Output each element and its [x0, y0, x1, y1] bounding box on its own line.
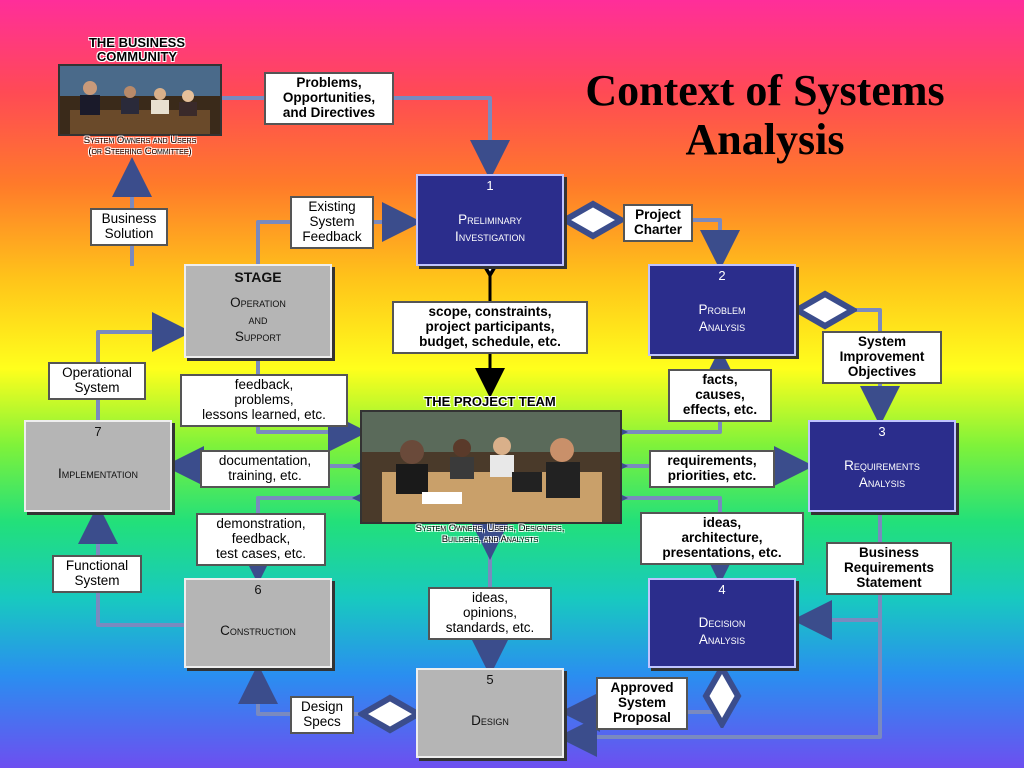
label-project-charter: Project Charter [623, 204, 693, 242]
label-scope: scope, constraints, project participants… [392, 301, 588, 354]
stage-operation-support[interactable]: STAGE Operation and Support [184, 264, 332, 358]
label-ideas-architecture: ideas, architecture, presentations, etc. [640, 512, 804, 565]
slide-title: Context of Systems Analysis [585, 66, 945, 165]
stage-number: 6 [254, 582, 262, 597]
label-functional-system: Functional System [52, 555, 142, 593]
label-problems: Problems, Opportunities, and Directives [264, 72, 394, 125]
stage-number: 3 [878, 424, 886, 439]
stage-name: Problem Analysis [698, 301, 746, 334]
stage-name: Design [471, 713, 509, 729]
project-team-title: THE PROJECT TEAM [424, 394, 556, 409]
label-business-solution: Business Solution [90, 208, 168, 246]
stage-name: Preliminary Investigation [454, 211, 526, 244]
label-documentation: documentation, training, etc. [200, 450, 330, 488]
stage-number: 7 [94, 424, 102, 439]
label-approved-proposal: Approved System Proposal [596, 677, 688, 730]
business-community-photo [58, 64, 222, 136]
label-feedback: feedback, problems, lessons learned, etc… [180, 374, 348, 427]
stage-number: 4 [718, 582, 726, 597]
stage-name: Operation and Support [230, 295, 286, 344]
stage-3-requirements-analysis[interactable]: 3 Requirements Analysis [808, 420, 956, 512]
project-team-photo [360, 410, 622, 524]
stage-7-implementation[interactable]: 7 Implementation [24, 420, 172, 512]
stage-4-decision-analysis[interactable]: 4 Decision Analysis [648, 578, 796, 668]
stage-name: Implementation [58, 466, 138, 482]
label-demonstration: demonstration, feedback, test cases, etc… [196, 513, 326, 566]
label-operational-system: Operational System [48, 362, 146, 400]
label-ideas-opinions: ideas, opinions, standards, etc. [428, 587, 552, 640]
stage-heading: STAGE [234, 269, 282, 285]
project-team-subtitle: System Owners, Users, Designers, Builder… [415, 523, 565, 545]
stage-5-design[interactable]: 5 Design [416, 668, 564, 758]
stage-name: Decision Analysis [698, 614, 746, 647]
stage-name: Construction [220, 623, 296, 639]
label-requirements: requirements, priorities, etc. [649, 450, 775, 488]
label-existing-feedback: Existing System Feedback [290, 196, 374, 249]
stage-6-construction[interactable]: 6 Construction [184, 578, 332, 668]
business-community-subtitle: System Owners and Users (or Steering Com… [83, 135, 197, 157]
business-community-title: THE BUSINESS COMMUNITY [88, 35, 186, 65]
stage-name: Requirements Analysis [844, 457, 920, 490]
label-facts: facts, causes, effects, etc. [668, 369, 772, 422]
stage-number: 5 [486, 672, 494, 687]
label-improvement-objectives: System Improvement Objectives [822, 331, 942, 384]
stage-2-problem-analysis[interactable]: 2 Problem Analysis [648, 264, 796, 356]
label-business-requirements-statement: Business Requirements Statement [826, 542, 952, 595]
stage-number: 2 [718, 268, 726, 283]
stage-1-preliminary-investigation[interactable]: 1 Preliminary Investigation [416, 174, 564, 266]
stage-number: 1 [486, 178, 494, 193]
label-design-specs: Design Specs [290, 696, 354, 734]
